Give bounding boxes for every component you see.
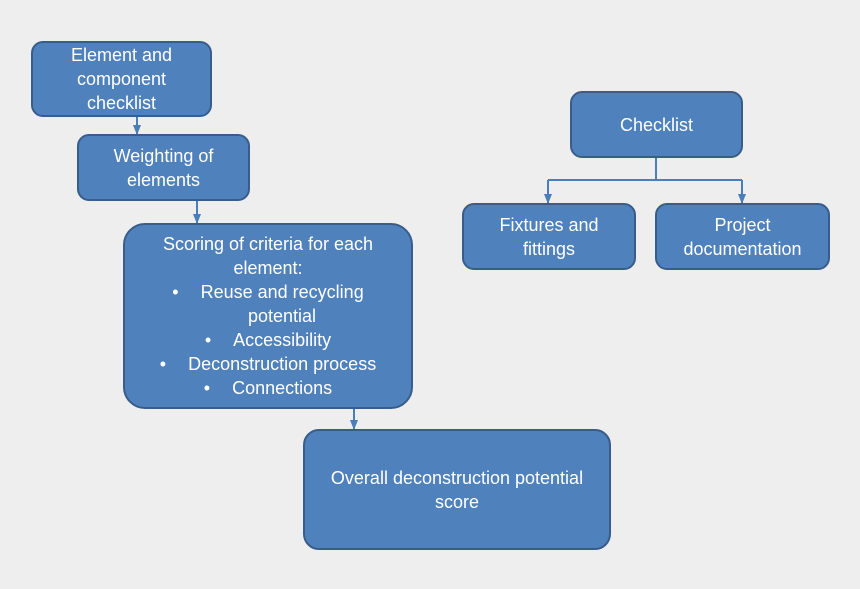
project-documentation-line-1: Project	[714, 214, 771, 235]
scoring-criteria-list: Reuse and recycling	[172, 280, 364, 304]
checklist-root-box: Checklist	[570, 91, 743, 158]
criterion-deconstruction-process: Deconstruction process	[160, 352, 376, 376]
scoring-criteria-list-continued: Accessibility Deconstruction process Con…	[160, 328, 376, 400]
project-documentation-line-2: documentation	[683, 238, 802, 259]
weighting-of-elements-box: Weighting of elements	[77, 134, 250, 201]
scoring-criteria-box: Scoring of criteria for each element: Re…	[123, 223, 413, 409]
project-documentation-box: Project documentation	[655, 203, 830, 270]
overall-score-line-1: Overall deconstruction potential	[330, 467, 584, 488]
weighting-line-1: Weighting of	[113, 145, 214, 166]
overall-score-line-2: score	[434, 491, 479, 512]
criterion-accessibility: Accessibility	[160, 328, 376, 352]
element-checklist-line-3: checklist	[86, 93, 157, 113]
overall-deconstruction-score-box: Overall deconstruction potential score	[303, 429, 611, 550]
fixtures-line-1: Fixtures and	[499, 214, 599, 235]
fixtures-and-fittings-box: Fixtures and fittings	[462, 203, 636, 270]
scoring-heading-line-2: element:	[233, 258, 303, 278]
weighting-line-2: elements	[126, 169, 201, 190]
checklist-root-label: Checklist	[619, 114, 694, 135]
element-component-checklist-box: Element and component checklist	[31, 41, 212, 117]
element-checklist-line-1: Element and	[70, 45, 173, 65]
connector-checklist-split	[548, 158, 742, 181]
criterion-connections: Connections	[160, 376, 376, 400]
fixtures-line-2: fittings	[522, 238, 576, 259]
criterion-reuse-recycling-line-1: Reuse and recycling	[172, 280, 364, 304]
element-checklist-line-2: component	[76, 69, 167, 89]
scoring-heading-line-1: Scoring of criteria for each	[162, 234, 374, 254]
criterion-reuse-recycling-line-2: potential	[247, 306, 317, 326]
